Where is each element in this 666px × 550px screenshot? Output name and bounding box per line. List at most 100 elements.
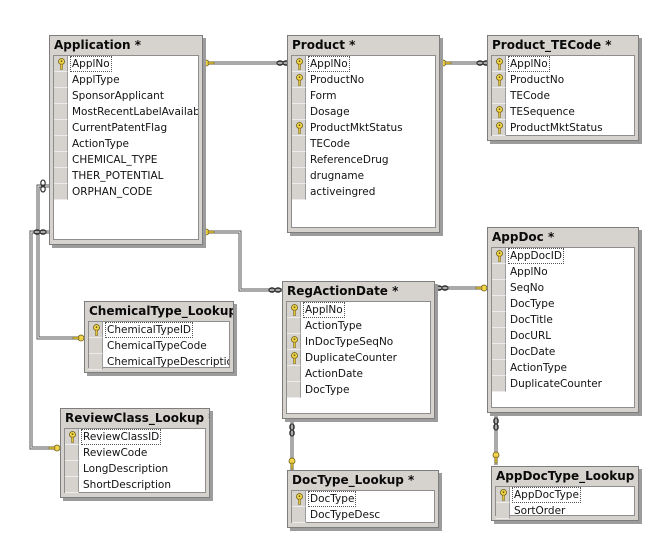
column-row[interactable]: ProductNo	[492, 72, 634, 88]
row-selector[interactable]	[287, 366, 301, 382]
row-selector[interactable]	[287, 382, 301, 398]
column-row[interactable]: ReviewClassID	[65, 429, 205, 445]
row-selector[interactable]	[492, 328, 506, 344]
column-row[interactable]: ProductNo	[292, 72, 435, 88]
column-row[interactable]: ChemicalTypeCode	[89, 338, 229, 354]
row-selector[interactable]	[287, 318, 301, 334]
column-row[interactable]: ApplNo	[54, 56, 198, 72]
row-selector[interactable]	[54, 184, 68, 200]
row-selector[interactable]	[492, 296, 506, 312]
column-row[interactable]: ORPHAN_CODE	[54, 184, 198, 200]
rel-appdoc-appdoctype[interactable]	[492, 414, 500, 465]
row-selector[interactable]	[292, 168, 306, 184]
row-selector[interactable]	[492, 312, 506, 328]
column-row[interactable]: LongDescription	[65, 461, 205, 477]
column-row[interactable]: DocTitle	[492, 312, 634, 328]
rel-application-regactiondate[interactable]	[202, 228, 282, 293]
column-row[interactable]: ShortDescription	[65, 477, 205, 493]
column-row[interactable]: DocType	[287, 382, 430, 398]
row-selector[interactable]	[492, 344, 506, 360]
column-row[interactable]: DocType	[492, 296, 634, 312]
row-selector[interactable]	[287, 350, 301, 366]
row-selector[interactable]	[492, 56, 506, 72]
column-row[interactable]: CHEMICAL_TYPE	[54, 152, 198, 168]
column-row[interactable]: AppDocID	[492, 248, 634, 264]
column-row[interactable]: Dosage	[292, 104, 435, 120]
row-selector[interactable]	[287, 302, 301, 318]
column-row[interactable]: DocTypeDesc	[292, 507, 434, 523]
column-row[interactable]: ApplNo	[292, 56, 435, 72]
column-row[interactable]: ReferenceDrug	[292, 152, 435, 168]
column-row[interactable]: CurrentPatentFlag	[54, 120, 198, 136]
column-row[interactable]: MostRecentLabelAvailable	[54, 104, 198, 120]
row-selector[interactable]	[54, 56, 68, 72]
row-selector[interactable]	[492, 72, 506, 88]
column-row[interactable]: ChemicalTypeDescription	[89, 354, 229, 370]
row-selector[interactable]	[292, 88, 306, 104]
row-selector[interactable]	[492, 120, 506, 136]
column-row[interactable]: ApplNo	[287, 302, 430, 318]
rel-application-chemicaltype[interactable]	[36, 179, 85, 342]
column-row[interactable]: ApplNo	[492, 56, 634, 72]
column-row[interactable]: DuplicateCounter	[492, 376, 634, 392]
column-row[interactable]: SortOrder	[496, 503, 634, 519]
row-selector[interactable]	[292, 104, 306, 120]
column-row[interactable]: ActionType	[287, 318, 430, 334]
row-selector[interactable]	[65, 461, 79, 477]
column-row[interactable]: Form	[292, 88, 435, 104]
row-selector[interactable]	[492, 280, 506, 296]
column-row[interactable]: ProductMktStatus	[292, 120, 435, 136]
row-selector[interactable]	[492, 104, 506, 120]
row-selector[interactable]	[54, 168, 68, 184]
column-row[interactable]: ActionType	[492, 360, 634, 376]
rel-regactiondate-doctype[interactable]	[288, 420, 296, 470]
column-row[interactable]: DocType	[292, 491, 434, 507]
column-row[interactable]: activeingred	[292, 184, 435, 200]
row-selector[interactable]	[54, 136, 68, 152]
row-selector[interactable]	[492, 88, 506, 104]
rel-appdoc-regactiondate[interactable]	[435, 284, 488, 292]
row-selector[interactable]	[54, 152, 68, 168]
row-selector[interactable]	[492, 376, 506, 392]
column-row[interactable]: TESequence	[492, 104, 634, 120]
column-row[interactable]: THER_POTENTIAL	[54, 168, 198, 184]
column-row[interactable]: TECode	[292, 136, 435, 152]
column-row[interactable]: DocURL	[492, 328, 634, 344]
column-row[interactable]: ProductMktStatus	[492, 120, 634, 136]
rel-application-product[interactable]	[202, 59, 290, 67]
row-selector[interactable]	[65, 477, 79, 493]
column-row[interactable]: DocDate	[492, 344, 634, 360]
column-row[interactable]: ActionDate	[287, 366, 430, 382]
column-row[interactable]: InDocTypeSeqNo	[287, 334, 430, 350]
column-row[interactable]: SeqNo	[492, 280, 634, 296]
rel-product-producttecode[interactable]	[439, 59, 490, 67]
row-selector[interactable]	[65, 429, 79, 445]
row-selector[interactable]	[292, 56, 306, 72]
column-row[interactable]: drugname	[292, 168, 435, 184]
column-row[interactable]: ApplType	[54, 72, 198, 88]
column-row[interactable]: SponsorApplicant	[54, 88, 198, 104]
column-row[interactable]: TECode	[492, 88, 634, 104]
row-selector[interactable]	[492, 264, 506, 280]
row-selector[interactable]	[292, 184, 306, 200]
column-row[interactable]: DuplicateCounter	[287, 350, 430, 366]
column-row[interactable]: ApplNo	[492, 264, 634, 280]
row-selector[interactable]	[54, 104, 68, 120]
column-row[interactable]: ChemicalTypeID	[89, 322, 229, 338]
row-selector[interactable]	[292, 507, 306, 523]
row-selector[interactable]	[89, 322, 103, 338]
row-selector[interactable]	[492, 360, 506, 376]
row-selector[interactable]	[292, 152, 306, 168]
row-selector[interactable]	[492, 248, 506, 264]
row-selector[interactable]	[54, 120, 68, 136]
row-selector[interactable]	[89, 338, 103, 354]
row-selector[interactable]	[54, 72, 68, 88]
row-selector[interactable]	[65, 445, 79, 461]
